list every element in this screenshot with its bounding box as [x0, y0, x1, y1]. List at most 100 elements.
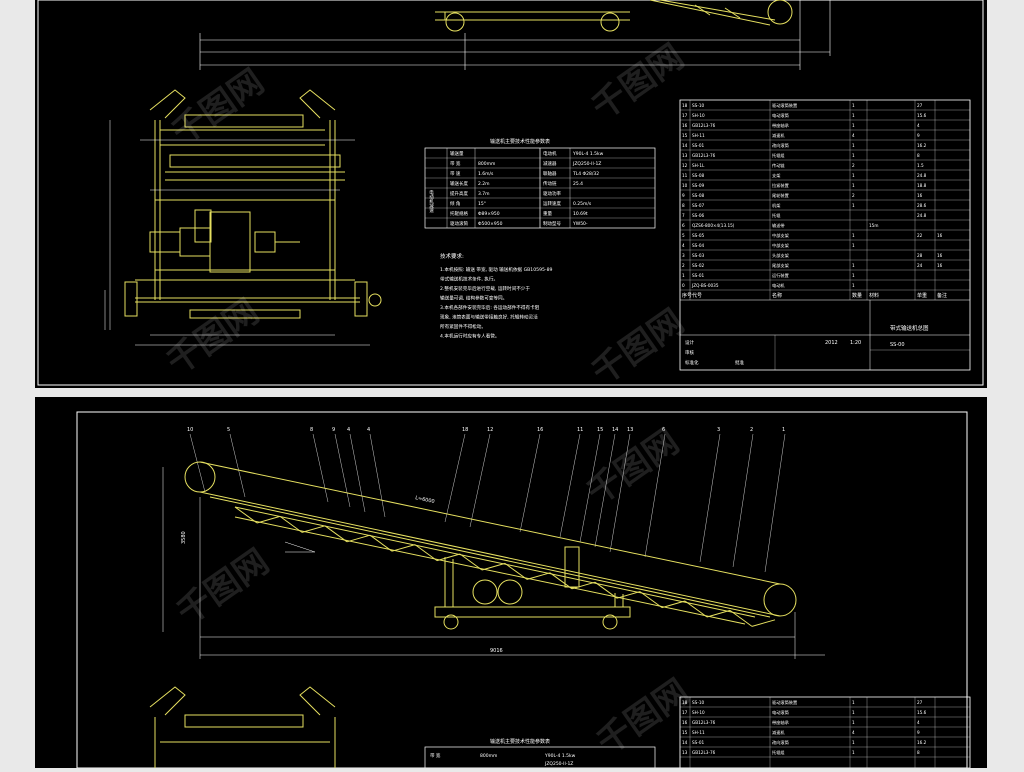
spec-label: 带 速 — [450, 171, 461, 177]
parts-cell: 输送带 — [772, 222, 785, 229]
parts-cell: 1 — [852, 103, 855, 108]
part-balloon: 4 — [367, 427, 370, 433]
parts-cell: 驱动滚筒装置 — [772, 699, 797, 706]
parts-cell: SS-02 — [692, 263, 704, 268]
parts-cell: GB12L3-76 — [692, 720, 716, 725]
parts-cell: 24.8 — [917, 213, 927, 218]
parts-cell: 6 — [682, 223, 685, 228]
parts-cell: SH-10 — [692, 113, 705, 118]
parts-cell: 18.8 — [917, 183, 927, 188]
parts-cell: 17 — [682, 113, 688, 118]
parts-cell: 16 — [917, 193, 923, 198]
parts-cell: 减速机 — [772, 132, 785, 139]
parts-cell: 24.8 — [917, 173, 927, 178]
parts-cell: 11 — [682, 173, 688, 178]
parts-cell: 9 — [682, 193, 685, 198]
parts-cell: JZQ-BS-0035 — [691, 283, 719, 288]
spec-value: 1.6m/s — [478, 171, 494, 177]
parts-cell: 27 — [917, 700, 923, 705]
part-balloon: 16 — [537, 427, 543, 433]
dim-height: 3580 — [181, 531, 187, 544]
parts-cell: 15.6 — [917, 710, 927, 715]
parts-cell: GB12L3-76 — [692, 123, 716, 128]
spec-table-title-bottom: 输送机主要技术性能参数表 — [490, 738, 550, 745]
spec-value: 25.4 — [573, 181, 583, 187]
parts-cell: 1 — [852, 710, 855, 715]
parts-cell: 1 — [852, 173, 855, 178]
parts-cell: SS-01 — [692, 143, 704, 148]
part-balloon: 6 — [662, 427, 665, 433]
parts-cell: SS-09 — [692, 183, 704, 188]
parts-cell: 22 — [917, 233, 923, 238]
parts-cell: 中部支架 — [772, 232, 789, 239]
note-line: 输送量可调, 结构参数可变等同。 — [440, 295, 507, 302]
parts-cell: 运行装置 — [772, 272, 789, 279]
parts-cell: 中部支架 — [772, 242, 789, 249]
dim-slope: L=6000 — [415, 495, 436, 505]
parts-cell: 1 — [852, 233, 855, 238]
parts-cell: 4 — [852, 133, 855, 138]
note-line: 所有紧固件不得松动。 — [440, 323, 486, 330]
spec-value: 3.7m — [478, 191, 490, 197]
parts-header: 名称 — [772, 292, 782, 299]
parts-cell: 尾部支架 — [772, 262, 789, 269]
spec-label: 带 宽 — [450, 160, 461, 167]
parts-cell: 10 — [682, 183, 688, 188]
part-balloon: 12 — [487, 427, 493, 433]
conveyor-end-view-partial — [149, 686, 336, 768]
spec-label: 输送长度 — [450, 180, 468, 187]
parts-cell: SS-01 — [692, 273, 704, 278]
parts-cell: 18 — [682, 700, 688, 705]
part-balloon: 8 — [310, 427, 313, 433]
spec-label: 联轴器 — [543, 170, 557, 177]
parts-cell: 14 — [682, 740, 688, 745]
parts-cell: SS-10 — [692, 103, 704, 108]
part-balloon: 10 — [187, 427, 193, 433]
spec-value: Φ500×950 — [478, 221, 503, 227]
parts-cell: 15.6 — [917, 113, 927, 118]
parts-cell: 2 — [682, 263, 685, 268]
spec-value: JZQ250-II-1Z — [572, 161, 601, 167]
parts-cell: 带座轴承 — [772, 719, 790, 726]
parts-header: 数量 — [852, 292, 862, 299]
spec-side-label: 电动机减速 — [429, 189, 434, 214]
parts-cell: SS-04 — [692, 243, 704, 248]
parts-cell: 电动机 — [772, 282, 785, 289]
parts-cell: 1 — [852, 243, 855, 248]
parts-cell: SS-03 — [692, 253, 704, 258]
spec-value: 15° — [478, 201, 486, 207]
parts-cell: 7 — [682, 213, 685, 218]
drawing-number: SS-00 — [890, 342, 905, 348]
conveyor-end-view — [124, 89, 382, 319]
parts-header: 材料 — [869, 292, 879, 299]
parts-cell: 头部支架 — [772, 252, 789, 259]
spec-label: 提升高度 — [450, 190, 468, 197]
parts-cell: 24 — [917, 263, 923, 268]
parts-cell: 1 — [852, 750, 855, 755]
parts-header: 代号 — [692, 292, 702, 299]
parts-cell: 支架 — [772, 172, 780, 179]
drawing-year: 2012 — [825, 340, 838, 346]
standard-label: 标准化 — [685, 359, 699, 366]
parts-cell: 1 — [852, 720, 855, 725]
spec-value: 2.2m — [478, 181, 490, 187]
parts-cell: 16 — [937, 263, 943, 268]
spec-label: 输送量 — [450, 150, 464, 157]
parts-cell: 托辊组 — [772, 749, 785, 756]
parts-cell: 16.2 — [917, 740, 927, 745]
drawing-title: 带式输送机总图 — [890, 324, 929, 332]
parts-cell: SH-11 — [692, 133, 705, 138]
parts-cell: 27 — [917, 103, 923, 108]
spec-value: 0.25m/s — [573, 201, 592, 207]
parts-cell: 机架 — [772, 202, 780, 209]
parts-cell: 驱动滚筒装置 — [772, 102, 797, 109]
parts-cell: 15m — [869, 223, 878, 228]
parts-cell: 托辊组 — [772, 152, 785, 159]
note-line: 2.整机安装完毕后进行空载, 运转时间不少于 — [440, 285, 530, 292]
parts-cell: SH-10 — [692, 710, 705, 715]
spec-label: 制动型号 — [543, 220, 561, 227]
parts-cell: 15 — [682, 133, 688, 138]
